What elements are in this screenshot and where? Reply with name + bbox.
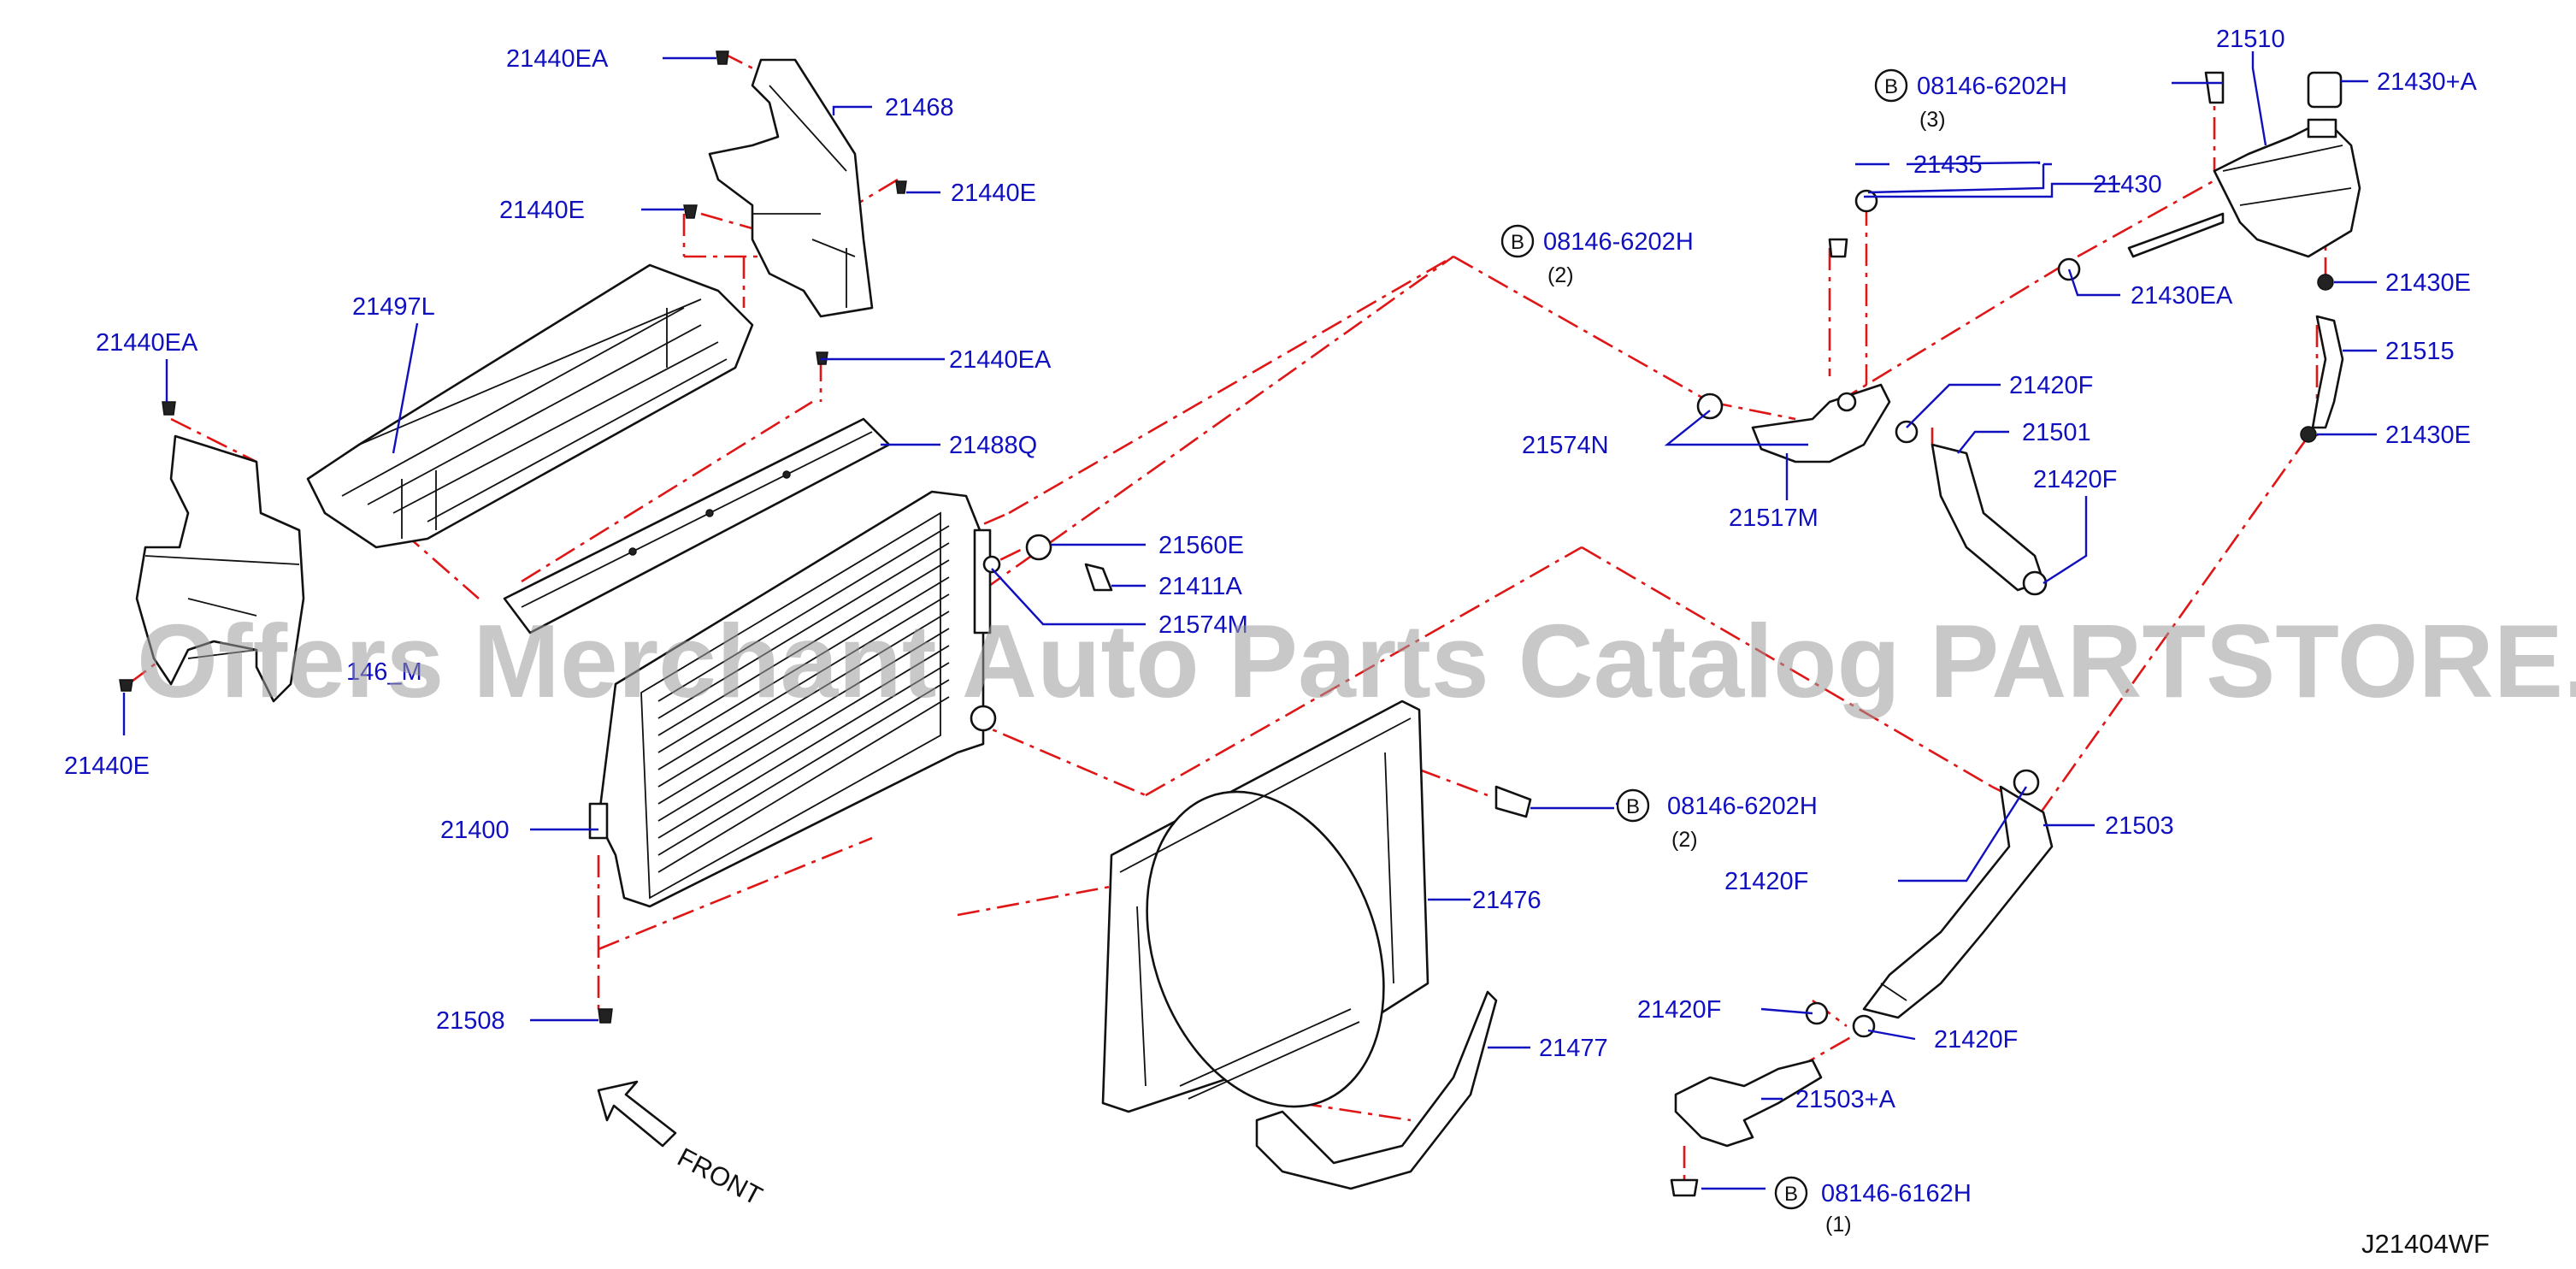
bolt-symbol: B — [1784, 1183, 1798, 1206]
part-21501-upper-hose — [1931, 443, 2045, 592]
bolt-callout-mid: B 08146-6202H (2) — [1500, 224, 1694, 287]
bolt-part-shroud: 08146-6202H — [1667, 793, 1818, 820]
label-21411A: 21411A — [1158, 573, 1242, 600]
fasteners — [119, 50, 2334, 1197]
part-21477-fan-guard — [1255, 990, 1498, 1190]
bolt-callout-shroud: B 08146-6202H (2) — [1616, 788, 1818, 852]
label-21430EA: 21430EA — [2131, 282, 2233, 310]
bolt-qty-top: (3) — [1919, 108, 1946, 132]
label-21430E-upper: 21430E — [2385, 269, 2471, 297]
label-21420F-lower-right: 21420F — [1934, 1026, 2018, 1054]
label-21435: 21435 — [1913, 151, 1983, 179]
label-21420F-left: 21420F — [1724, 868, 1808, 895]
bolt-part-bottom: 08146-6162H — [1821, 1180, 1972, 1207]
label-21430A: 21430+A — [2377, 68, 2478, 96]
label-21477: 21477 — [1539, 1035, 1608, 1062]
label-21488Q: 21488Q — [949, 432, 1037, 459]
bolt-symbol: B — [1626, 795, 1640, 818]
label-21508: 21508 — [436, 1007, 505, 1035]
part-21497L-air-guide — [306, 263, 754, 549]
bolt-qty-mid: (2) — [1547, 263, 1574, 287]
bolt-symbol: B — [1511, 231, 1524, 254]
part-21503-lower-hose — [1862, 785, 2054, 1019]
watermark: Offers Merchant Auto Parts Catalog PARTS… — [137, 603, 2576, 719]
label-21497L: 21497L — [352, 293, 435, 321]
bolt-part-top: 08146-6202H — [1917, 73, 2067, 100]
bolt-callout-top: B 08146-6202H (3) — [1874, 68, 2067, 132]
label-21400: 21400 — [440, 817, 510, 844]
label-21440E-upper-right: 21440E — [951, 180, 1036, 207]
label-21440E-lower-left: 21440E — [64, 753, 150, 780]
label-21440E-upper-left: 21440E — [499, 197, 585, 224]
bolt-qty-shroud: (2) — [1671, 828, 1698, 852]
front-arrow: FRONT — [597, 1080, 768, 1211]
label-21574N: 21574N — [1522, 432, 1609, 459]
label-146xM: 146_M — [346, 658, 422, 686]
part-21468-air-guide — [708, 58, 874, 318]
label-21420F-mid: 21420F — [2033, 466, 2117, 493]
part-21515-overflow-hose — [2311, 315, 2344, 429]
front-label: FRONT — [673, 1142, 768, 1211]
label-21501: 21501 — [2022, 419, 2091, 446]
label-21503A: 21503+A — [1795, 1086, 1896, 1113]
bolt-callout-bottom: B 08146-6162H (1) — [1774, 1176, 1972, 1237]
label-21420F-lower-left: 21420F — [1637, 996, 1721, 1024]
part-labels: 21440EA 21468 21440E 21440E 21497L 21440… — [64, 26, 2478, 1113]
label-21420F-upper: 21420F — [2009, 372, 2093, 399]
leader-lines — [122, 51, 2377, 1190]
label-21503: 21503 — [2105, 812, 2174, 840]
bolt-qty-bottom: (1) — [1825, 1213, 1852, 1237]
bolt-symbol: B — [1884, 75, 1898, 98]
part-left-air-guide — [135, 434, 305, 703]
label-21430E-lower: 21430E — [2385, 422, 2471, 449]
reference-code: J21404WF — [2361, 1229, 2490, 1259]
part-21510-reservoir-tank — [2127, 71, 2361, 258]
label-21440EA-left: 21440EA — [96, 329, 198, 357]
label-21574M: 21574M — [1158, 611, 1248, 639]
label-21510: 21510 — [2216, 26, 2285, 53]
part-21476-fan-shroud — [1101, 699, 1429, 1113]
label-21440EA-top: 21440EA — [506, 45, 609, 73]
bolt-part-mid: 08146-6202H — [1543, 228, 1694, 256]
label-21476: 21476 — [1472, 887, 1541, 914]
label-21560E: 21560E — [1158, 532, 1244, 559]
label-21440EA-mid: 21440EA — [949, 346, 1052, 374]
label-21515: 21515 — [2385, 338, 2455, 365]
label-21468: 21468 — [885, 94, 954, 121]
label-21430: 21430 — [2093, 171, 2162, 198]
label-21517M: 21517M — [1729, 505, 1819, 532]
part-21503A-lower-hose — [1674, 1059, 1823, 1148]
part-21400-radiator — [588, 490, 997, 908]
part-21517M-water-outlet — [1751, 383, 1891, 463]
